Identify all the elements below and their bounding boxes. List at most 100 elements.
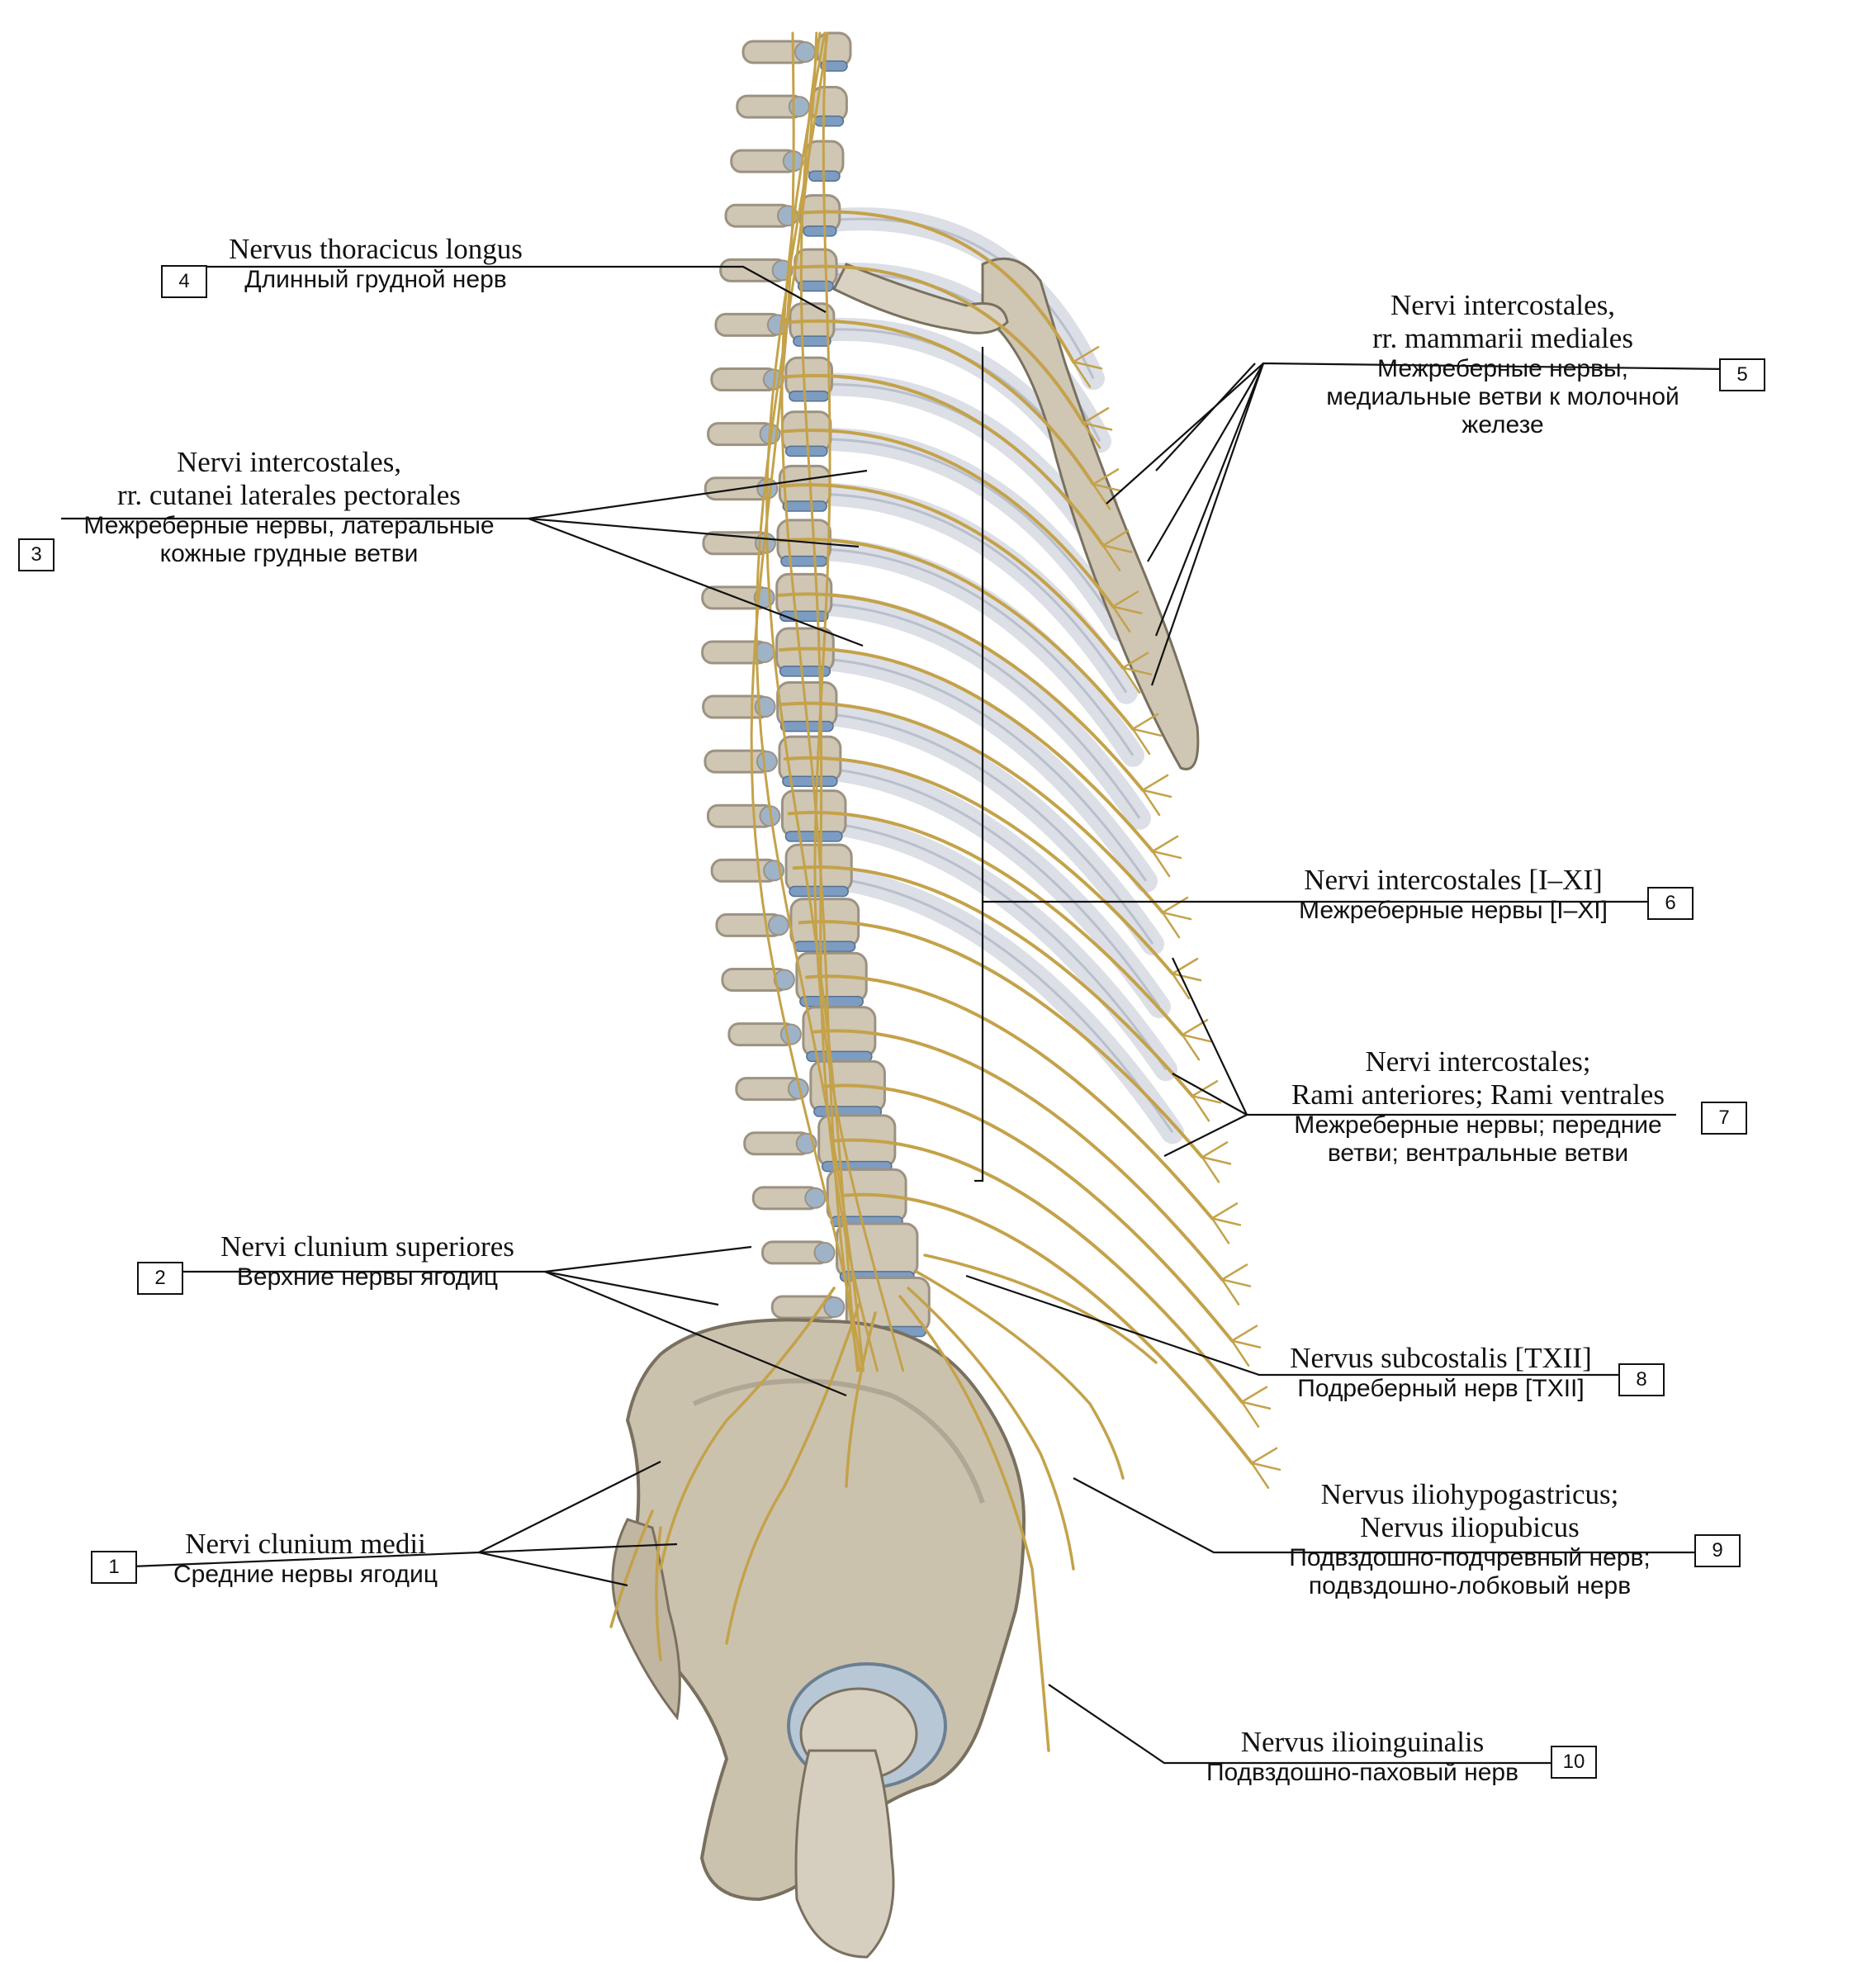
nerve-branches <box>609 31 1281 1752</box>
label-number-4: 4 <box>161 265 207 298</box>
label-number-8: 8 <box>1618 1363 1665 1396</box>
rib-outline <box>806 438 1121 631</box>
label-nervus-subcostalis: Nervus subcostalis [TXII] Подреберный не… <box>1290 1342 1592 1402</box>
spinal-nerve-bundle <box>765 31 859 1372</box>
intercostal-nerve <box>777 538 1135 731</box>
intercostal-nerve <box>812 1029 1224 1282</box>
lumbar-nerve <box>659 1287 836 1571</box>
nerve-ending <box>1121 652 1153 694</box>
intercostal-nerve <box>782 373 1105 547</box>
label-nervi-clunium-superiores: Nervi clunium superiores Верхние нервы я… <box>220 1230 514 1291</box>
rib-head <box>813 1241 836 1263</box>
sternum <box>981 257 1200 770</box>
lumbar-nerve <box>923 1254 1158 1364</box>
label-nervus-iliohypogastricus: Nervus iliohypogastricus; Nervus iliopub… <box>1289 1478 1651 1599</box>
intercostal-nerve <box>783 756 1174 976</box>
rib-outline <box>813 820 1168 1071</box>
label-number-5: 5 <box>1719 358 1765 391</box>
label-nervus-ilioinguinalis: Nervus ilioinguinalis Подвздошно-паховый… <box>1206 1726 1519 1786</box>
intercostal-nerve <box>777 592 1144 792</box>
intercostal-nerve <box>793 210 1075 364</box>
rib-head <box>788 96 810 118</box>
intervertebral-disc <box>814 115 845 127</box>
rib-head <box>794 41 816 63</box>
intercostal-nerve <box>830 1138 1244 1404</box>
intercostal-nerve <box>805 974 1214 1220</box>
intercostal-nerve <box>840 1192 1253 1465</box>
intercostal-nerve <box>821 1083 1234 1343</box>
rib-outline <box>809 765 1161 1007</box>
rib-head <box>823 1296 846 1318</box>
lumbar-nerve <box>725 1303 860 1645</box>
intervertebral-disc <box>784 831 843 842</box>
intervertebral-disc <box>797 280 834 292</box>
intercostal-nerve <box>778 647 1154 853</box>
label-nervi-intercostales-cutanei-laterales: Nervi intercostales, rr. cutanei lateral… <box>83 446 495 567</box>
label-number-1: 1 <box>91 1551 137 1584</box>
label-nervi-intercostales-rami-anteriores: Nervi intercostales; Rami anteriores; Ra… <box>1291 1045 1665 1167</box>
rib-outline <box>807 711 1154 945</box>
intervertebral-disc <box>782 500 827 512</box>
label-number-10: 10 <box>1551 1746 1597 1779</box>
intervertebral-disc <box>784 445 828 457</box>
rib-head <box>756 751 778 773</box>
nerve-ending <box>1082 407 1113 449</box>
lumbar-nerve <box>898 1295 1050 1752</box>
rib-head <box>804 1187 827 1209</box>
pelvis <box>625 1318 1026 1959</box>
rib-outline <box>804 656 1148 882</box>
label-nervus-thoracicus-longus: Nervus thoracicus longus Длинный грудной… <box>229 233 523 293</box>
nerve-ending <box>1101 529 1133 571</box>
nerve-ending <box>1161 896 1192 939</box>
rib-head <box>773 969 795 991</box>
intercostal-nerve <box>785 319 1095 486</box>
nerve-ending <box>1171 957 1202 1000</box>
intercostal-nerve <box>778 483 1125 670</box>
rib-outline <box>818 874 1174 1134</box>
intercostal-nerve <box>780 701 1164 915</box>
intervertebral-disc <box>793 335 831 347</box>
spinal-nerve-bundle <box>780 31 861 1372</box>
rib-outline <box>804 492 1128 694</box>
label-number-6: 6 <box>1647 887 1694 920</box>
intercostal-nerve <box>789 264 1085 425</box>
lumbar-nerve <box>655 1526 662 1661</box>
nerve-ending <box>1250 1447 1281 1490</box>
nerve-ending <box>1201 1141 1232 1183</box>
label-number-3: 3 <box>18 538 54 571</box>
intervertebral-disc <box>820 60 848 72</box>
rib-head <box>779 1023 802 1045</box>
leader-lines <box>61 265 1727 1765</box>
nerve-ending <box>1181 1018 1212 1061</box>
rib-outline <box>819 217 1095 379</box>
nerve-ending <box>1072 346 1103 388</box>
intervertebral-disc <box>780 555 828 567</box>
rib-outline <box>803 547 1135 756</box>
lumbar-nerve <box>609 1509 654 1628</box>
nerve-ending <box>1131 713 1163 756</box>
rib-head <box>767 914 789 936</box>
lumbar-nerve <box>915 1270 1125 1480</box>
nerve-ending <box>1092 468 1123 510</box>
label-nervi-clunium-medii: Nervi clunium medii Средние нервы ягодиц <box>173 1528 438 1588</box>
intervertebral-disc <box>782 775 838 787</box>
spinal-nerve-bundle <box>813 31 905 1372</box>
label-number-9: 9 <box>1694 1534 1741 1567</box>
intervertebral-disc <box>799 995 864 1007</box>
nerve-ending <box>1230 1325 1262 1367</box>
intervertebral-disc <box>789 885 849 898</box>
nerve-ending <box>1111 590 1143 633</box>
lumbar-nerve <box>845 1311 877 1488</box>
intervertebral-disc <box>779 666 831 677</box>
intercostal-nerve <box>798 920 1204 1159</box>
nerve-ending <box>1240 1386 1272 1428</box>
nerve-ending <box>1220 1263 1252 1306</box>
nerve-ending <box>1191 1080 1222 1122</box>
intervertebral-disc <box>803 225 837 237</box>
intercostal-nerve <box>792 865 1194 1098</box>
nerve-ending <box>1141 774 1172 817</box>
lumbar-nerve <box>907 1287 1075 1571</box>
label-nervi-intercostales-mammarii: Nervi intercostales, rr. mammarii medial… <box>1326 289 1679 438</box>
intervertebral-disc <box>789 391 830 402</box>
